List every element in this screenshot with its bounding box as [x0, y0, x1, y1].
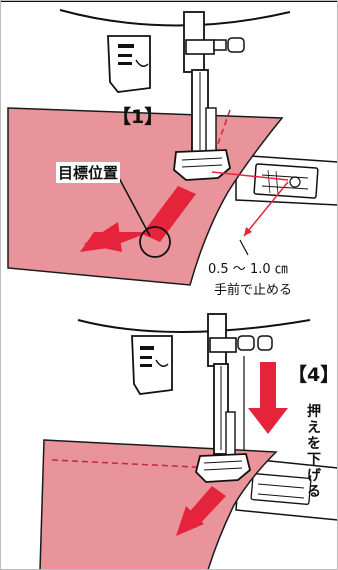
lower-presser-foot-arrow-icon	[248, 362, 288, 434]
target-circle-icon	[139, 226, 171, 258]
distance-arrow-line	[243, 181, 289, 237]
action-char: 下	[307, 452, 321, 468]
distance-ext-line	[239, 239, 249, 256]
direction-arrow-icon-2	[176, 486, 226, 536]
lower-presser-foot-text: 押 え を 下 げ る	[306, 404, 322, 500]
distance-arrow-head	[244, 227, 252, 236]
machine-body-outline	[59, 9, 291, 27]
step-label-4: 【4】	[288, 364, 338, 386]
distance-value-label: 0.5 〜 1.0 ㎝	[208, 262, 288, 277]
action-char: え	[307, 420, 321, 436]
action-char: を	[307, 436, 321, 452]
target-position-label: 目標位置	[56, 162, 121, 183]
action-char: げ	[307, 468, 321, 484]
target-leader-line	[117, 175, 151, 237]
top-border	[0, 0, 338, 2]
panel-4-illustration	[39, 313, 338, 570]
direction-arrow-icon	[80, 186, 196, 252]
needle-plate-2	[235, 457, 338, 521]
distance-line-horizontal	[211, 171, 289, 181]
presser-foot-assembly-2	[131, 313, 273, 483]
panel-1-illustration	[0, 0, 338, 286]
machine-body-outline-2	[77, 319, 311, 333]
step-label-1: 【1】	[112, 106, 164, 128]
action-char: る	[307, 484, 321, 500]
stitch-line-2	[51, 459, 215, 469]
action-char: 押	[307, 404, 321, 420]
stop-before-label: 手前で止める	[214, 283, 293, 298]
